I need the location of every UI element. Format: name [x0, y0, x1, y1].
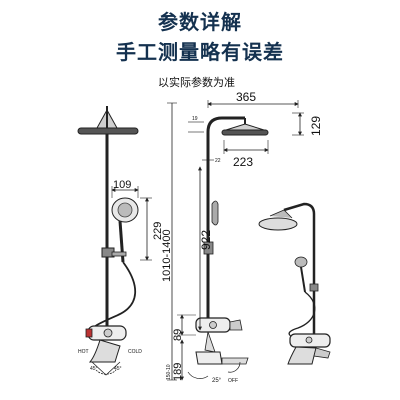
dim-head-height: 129 [309, 116, 323, 136]
angle-outlet: 25° [212, 378, 222, 384]
dim-pipe-offset: 19 [192, 116, 198, 122]
angle-left: 45° [90, 366, 98, 372]
angle-right: 45° [114, 366, 122, 372]
middle-view [167, 100, 304, 381]
dim-total-width: 365 [236, 90, 256, 104]
dim-handset-length: 229 [152, 222, 164, 240]
dim-column-range: 1010-1400 [161, 229, 173, 282]
page-note: 以实际参数为准 [158, 76, 235, 89]
dim-mixer-floor: 189 [172, 363, 184, 381]
dim-column-height: 922 [199, 230, 213, 250]
label-off: OFF [228, 378, 238, 384]
dim-mixer-spread: 150-10 [166, 364, 172, 380]
left-view [77, 106, 152, 376]
dim-head-diameter: 223 [233, 155, 253, 169]
label-hot: HOT [78, 349, 89, 355]
label-cold: COLD [128, 349, 142, 355]
right-view [258, 202, 331, 365]
page-title: 参数详解 [158, 10, 242, 34]
dim-mixer-height: 89 [172, 329, 184, 341]
page-subtitle: 手工测量略有误差 [116, 40, 284, 64]
dim-pipe-diameter: 22 [215, 158, 221, 164]
dim-handset-width: 109 [113, 179, 131, 191]
